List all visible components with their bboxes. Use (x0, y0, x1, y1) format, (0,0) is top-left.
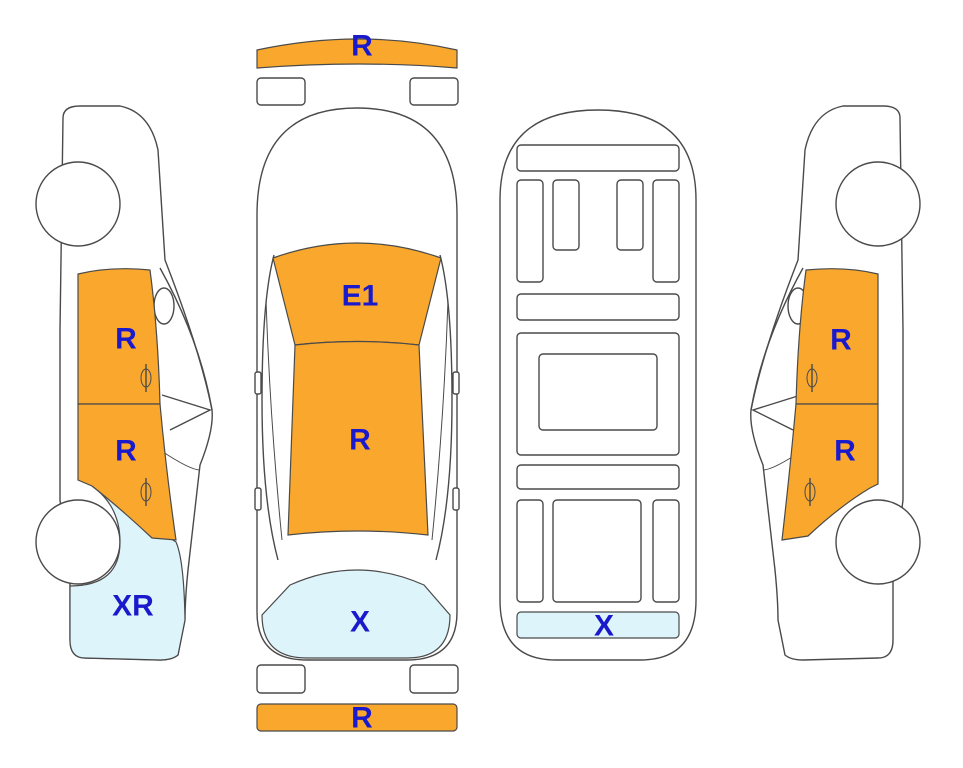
left-rear-door-panel[interactable] (77, 403, 177, 541)
right-front-door-label: R (830, 324, 852, 357)
top-view-left-windows (261, 254, 279, 561)
right-side-rear-wheel (835, 499, 921, 585)
underbody-front-bar (516, 144, 680, 172)
left-side-windshield-line (159, 267, 213, 411)
top-view-right-mirror (452, 371, 460, 395)
right-rear-door-panel[interactable] (781, 403, 879, 541)
left-front-door-label: R (115, 323, 137, 356)
top-view-left-handle (254, 487, 262, 511)
underbody-rear-center (552, 499, 642, 603)
underbody-cross-member-2 (516, 464, 680, 490)
left-side-mirror (153, 287, 175, 325)
top-left-light (256, 77, 306, 106)
rear-window-panel[interactable] (261, 569, 451, 659)
right-side-window-frame (751, 394, 802, 431)
left-rear-door-label: R (115, 435, 137, 468)
left-front-door-handle (140, 364, 152, 392)
left-side-window-frame (161, 394, 212, 431)
left-rear-quarter-label: XR (112, 590, 154, 623)
underbody-rear-panel[interactable] (516, 611, 680, 639)
right-rear-door-handle (804, 478, 816, 506)
bottom-bumper-label: R (351, 702, 373, 735)
underbody-inner-right-front (616, 179, 644, 251)
underbody-inner-left-front (552, 179, 580, 251)
windshield-label: E1 (342, 280, 379, 313)
bottom-bumper-group: R (256, 664, 459, 735)
left-front-door-panel[interactable] (77, 268, 161, 405)
top-view-car: E1 R X (254, 107, 460, 661)
underbody-right-rail-front (652, 179, 680, 283)
right-front-door-panel[interactable] (795, 268, 879, 405)
top-right-light (409, 77, 459, 106)
top-view-right-handle (452, 487, 460, 511)
underbody-view: X (499, 109, 697, 661)
left-side-front-wheel (35, 161, 121, 247)
right-front-door-handle (806, 364, 818, 392)
underbody-rear-label: X (594, 610, 614, 643)
underbody-left-rail-rear (516, 499, 544, 603)
roof-label: R (349, 424, 371, 457)
underbody-left-rail-front (516, 179, 544, 283)
right-side-view: R R (750, 105, 921, 661)
left-side-rear-wheel (35, 499, 121, 585)
top-bumper-panel[interactable] (256, 38, 458, 69)
left-rear-door-handle (140, 478, 152, 506)
right-side-front-wheel (835, 161, 921, 247)
top-view-right-pillar (431, 299, 449, 541)
right-rear-door-label: R (834, 435, 856, 468)
bottom-right-light (409, 664, 459, 694)
underbody-right-rail-rear (652, 499, 680, 603)
roof-panel[interactable] (287, 340, 429, 536)
top-view-right-windows (435, 254, 453, 561)
top-bumper-label: R (351, 30, 373, 63)
top-bumper-group: R (256, 30, 459, 106)
right-side-windshield-line (750, 267, 804, 411)
underbody-floor-inner (538, 353, 658, 431)
top-view-left-mirror (254, 371, 262, 395)
left-side-view: XR R R (35, 105, 213, 661)
bottom-left-light (256, 664, 306, 694)
rear-window-label: X (350, 606, 370, 639)
underbody-cross-member-1 (516, 293, 680, 321)
bottom-bumper-panel[interactable] (256, 703, 458, 732)
top-view-left-pillar (265, 299, 283, 541)
